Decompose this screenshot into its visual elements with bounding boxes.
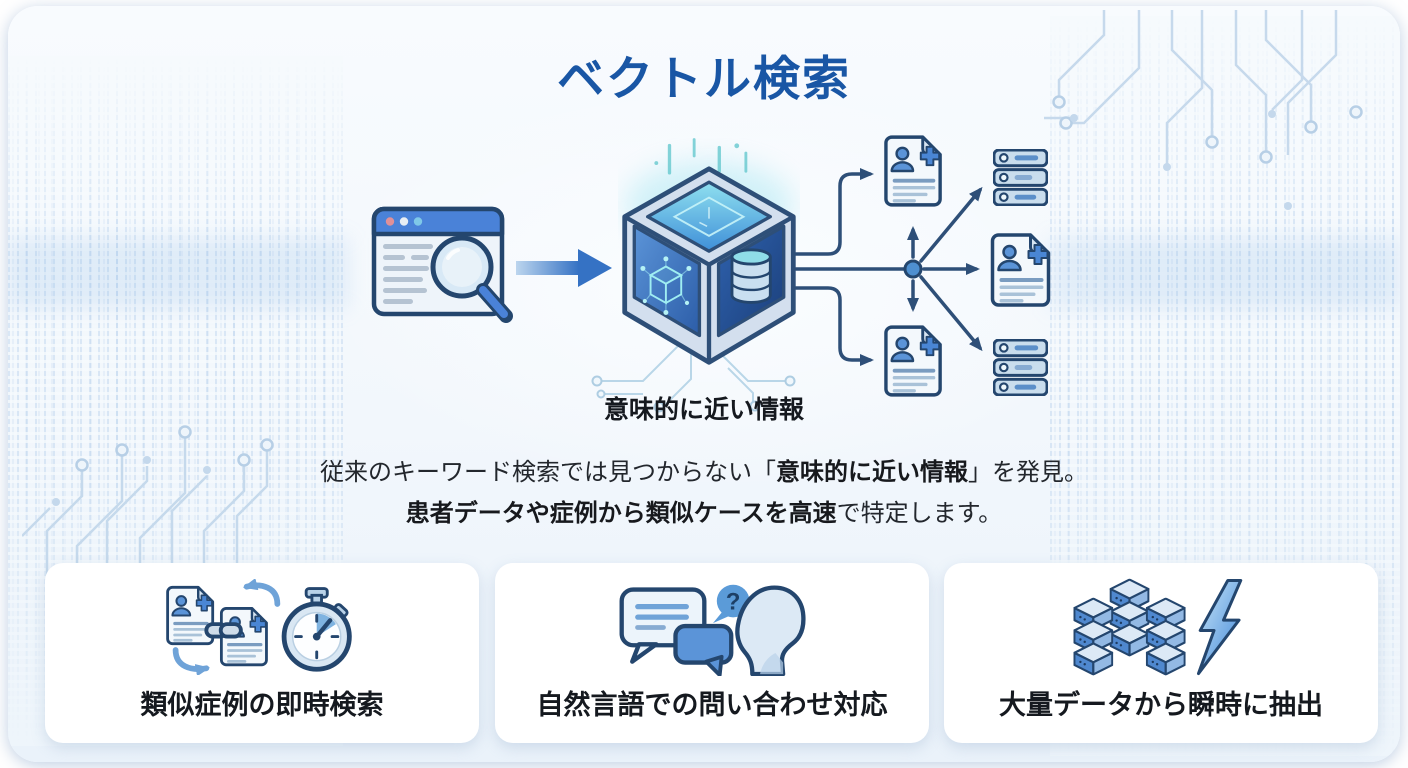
page-title: ベクトル検索 <box>557 52 851 105</box>
waveform-band-right <box>1050 238 1400 308</box>
circuit-traces-under-cube <box>591 346 796 413</box>
linked-patient-documents-icon <box>166 579 352 675</box>
patient-document-icon <box>884 135 942 207</box>
card-label: 大量データから瞬時に抽出 <box>999 690 1323 720</box>
circuit-traces-top-right <box>1044 10 1363 210</box>
circuit-traces-bottom-left <box>22 425 274 576</box>
feature-card-similar-cases: 類似症例の即時検索 <box>45 563 479 743</box>
chat-bubbles-question-icon: ? <box>619 584 806 676</box>
branch-line-top <box>794 168 874 256</box>
slide-panel: ベクトル検索 <box>8 6 1400 762</box>
desc-emphasis: 患者データや症例から類似ケースを高速 <box>405 500 837 527</box>
card-icons <box>156 575 368 679</box>
hub-node <box>903 259 923 279</box>
patient-document-icon <box>884 325 942 397</box>
card-icons <box>1061 575 1261 679</box>
desc-text: 」を発見。 <box>968 459 1088 486</box>
card-label: 自然言語での問い合わせ対応 <box>536 690 888 720</box>
desc-text: で特定します。 <box>836 500 1003 527</box>
person-profile-icon <box>735 585 806 676</box>
data-cube-stack-icon <box>1073 578 1243 676</box>
speech-bubble-blue <box>673 623 734 676</box>
vector-cube-icon <box>622 138 796 365</box>
branch-line-bottom <box>794 286 874 366</box>
chain-link-icon <box>204 622 243 639</box>
desc-text: 従来のキーワード検索では見つからない「 <box>320 459 776 486</box>
server-stack-icon <box>993 149 1048 206</box>
desc-emphasis: 意味的に近い情報 <box>776 459 968 486</box>
patient-document-icon <box>990 233 1051 307</box>
description-line-1: 従来のキーワード検索では見つからない「意味的に近い情報」を発見。 <box>8 452 1400 493</box>
waveform-band-left <box>8 238 348 308</box>
description: 従来のキーワード検索では見つからない「意味的に近い情報」を発見。 患者データや症… <box>8 452 1400 534</box>
description-line-2: 患者データや症例から類似ケースを高速で特定します。 <box>8 493 1400 534</box>
feature-card-bulk-extract: 大量データから瞬時に抽出 <box>944 563 1378 743</box>
stopwatch-icon <box>281 587 352 672</box>
lightning-bolt-icon <box>1196 578 1243 676</box>
branch-network <box>794 135 1051 397</box>
svg-text:?: ? <box>726 589 741 616</box>
cube-caption: 意味的に近い情報 <box>603 396 804 424</box>
server-stack-icon <box>993 339 1048 396</box>
feature-card-natural-language: ? <box>495 563 929 743</box>
card-icons: ? <box>610 575 814 679</box>
flow-arrow-icon <box>516 249 612 287</box>
browser-search-icon <box>371 206 513 323</box>
card-label: 類似症例の即時検索 <box>140 690 384 720</box>
